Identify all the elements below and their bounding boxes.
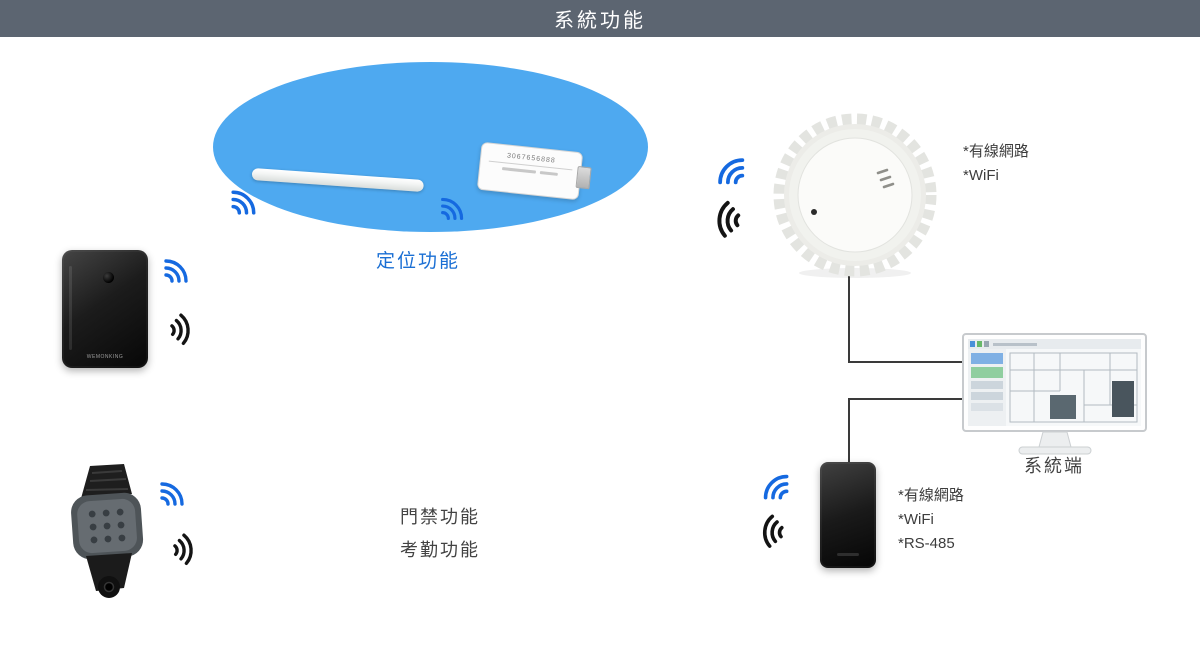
connector-gateway-horizontal [848,361,966,363]
rf-signal-icon-gateway [702,198,744,240]
rf-signal-icon-wristband [170,531,206,567]
system-terminal-label: 系統端 [1024,456,1084,476]
dongle-usb-clip [575,165,592,190]
system-terminal-monitor [962,333,1148,466]
page-title: 系統功能 [554,10,646,32]
rf-signal-icon-door-reader [749,512,787,550]
wifi-signal-icon-door-reader [755,466,793,504]
card-reader-brand-label: WEMONKING [86,354,124,360]
door-reader-slot [837,553,859,556]
round-gateway-device [770,110,940,285]
note-wired-network-2: *有線網路 [898,487,964,504]
gateway-notes: *有線網路 *WiFi [963,140,1029,188]
attendance-function-label: 考勤功能 [400,540,480,560]
note-wifi-2: *WiFi [898,511,934,528]
card-reader-led-dot [103,272,114,283]
dongle-fineprint [480,165,580,178]
wifi-signal-icon-gateway [709,149,749,189]
note-wifi: *WiFi [963,167,999,184]
wifi-signal-icon-tube [227,182,264,219]
connector-reader-vertical [848,398,850,464]
card-reader-edge-stripe [69,266,72,350]
positioning-zone-ellipse [213,62,648,232]
connector-gateway-vertical [848,272,850,363]
wifi-signal-icon-dongle [437,190,471,224]
note-wired-network: *有線網路 [963,143,1029,160]
card-reader-device: WEMONKING [62,250,148,368]
header-bar: 系統功能 [0,0,1200,37]
positioning-function-label: 定位功能 [376,251,461,272]
door-reader-device [820,462,876,568]
door-reader-notes: *有線網路 *WiFi *RS-485 [898,484,964,556]
wristband-tag-device [58,464,158,607]
rf-signal-icon-card-reader [167,311,203,347]
connector-reader-horizontal [848,398,966,400]
wifi-signal-icon-card-reader [160,251,196,287]
wifi-signal-icon-wristband [156,474,192,510]
access-function-label: 門禁功能 [400,507,480,527]
note-rs485: *RS-485 [898,535,955,552]
